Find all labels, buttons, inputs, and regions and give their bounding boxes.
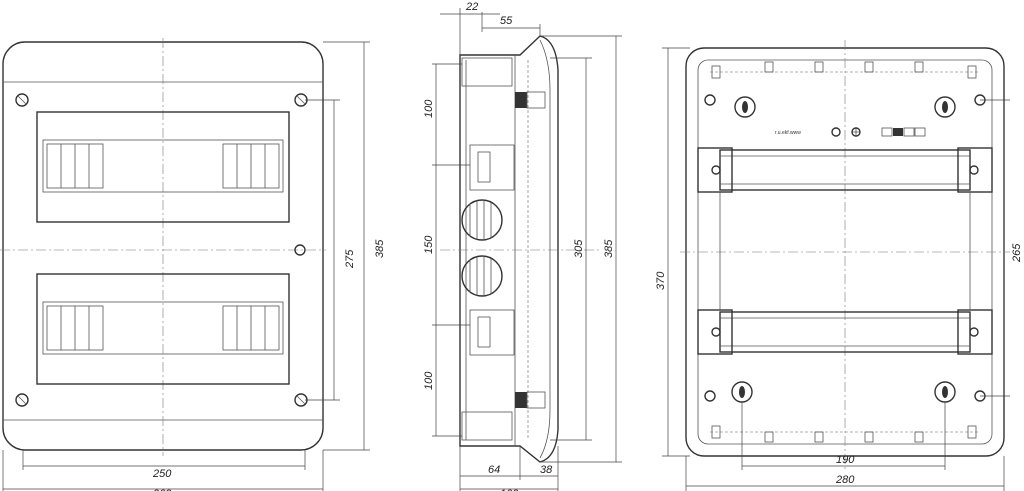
front-width-outer-label: 262 [152, 488, 171, 491]
side-bottom-depth-a-label: 64 [488, 464, 500, 476]
side-bottom-depth-total-label: 102 [500, 488, 518, 491]
front-upper-window [36, 111, 290, 223]
front-lower-window [36, 273, 290, 385]
front-lower-rail-area [42, 301, 284, 355]
back-keyhole-bottom-left [731, 381, 753, 403]
back-bottom-tabs [711, 425, 977, 443]
side-knockout-upper [461, 199, 503, 241]
side-knockout-lower [461, 255, 503, 297]
side-body-outline [459, 35, 559, 463]
side-height-total-label: 385 [603, 239, 615, 258]
back-ground-symbol-icon [831, 127, 841, 137]
side-screw-bottom [515, 392, 527, 408]
back-din-rail-top [697, 147, 993, 193]
side-height-inner-label: 305 [573, 239, 585, 258]
side-top-depth-a-label: 22 [465, 1, 478, 13]
front-upper-breaker-left [46, 143, 104, 189]
back-hole-spacing-label: 190 [836, 454, 855, 466]
back-width-total-label: 280 [835, 474, 855, 486]
back-din-rail-bottom [697, 309, 993, 355]
back-hole-bottom-left [704, 390, 716, 402]
side-section-top-label: 100 [423, 99, 435, 118]
back-hole-top-left [704, 94, 716, 106]
front-lower-breaker-left [46, 305, 104, 351]
front-view: 250 262 275 385 [0, 38, 386, 491]
back-height-total-label: 370 [655, 271, 667, 290]
side-section-bottom-label: 100 [423, 371, 435, 390]
side-view: 22 55 100 150 100 305 385 64 38 102 [423, 1, 622, 491]
front-screw-bottom-left [15, 393, 29, 407]
back-view: r.u.ekf.www [655, 40, 1023, 491]
front-lower-breaker-right [222, 305, 280, 351]
front-upper-rail-area [42, 139, 284, 193]
back-keyhole-top-right [934, 96, 956, 118]
front-height-total-label: 385 [374, 239, 386, 258]
front-width-inner-label: 250 [152, 468, 172, 480]
side-bottom-depth-b-label: 38 [540, 464, 553, 476]
back-keyhole-top-left [734, 96, 756, 118]
back-keyhole-bottom-right [934, 381, 956, 403]
back-rail-span-label: 265 [1011, 243, 1023, 263]
back-top-tabs [711, 61, 977, 79]
side-screw-top [515, 92, 527, 108]
back-certification-marks-icon [881, 127, 926, 137]
front-screw-top-left [15, 93, 29, 107]
side-rail-clip-top [469, 144, 515, 191]
side-section-mid-label: 150 [423, 235, 435, 254]
side-top-depth-b-label: 55 [500, 15, 513, 27]
side-rail-clip-bottom [469, 309, 515, 356]
back-brand-text: r.u.ekf.www [775, 130, 801, 136]
front-upper-breaker-right [222, 143, 280, 189]
front-door-latch-icon [294, 244, 306, 256]
front-height-mount-label: 275 [344, 249, 356, 269]
